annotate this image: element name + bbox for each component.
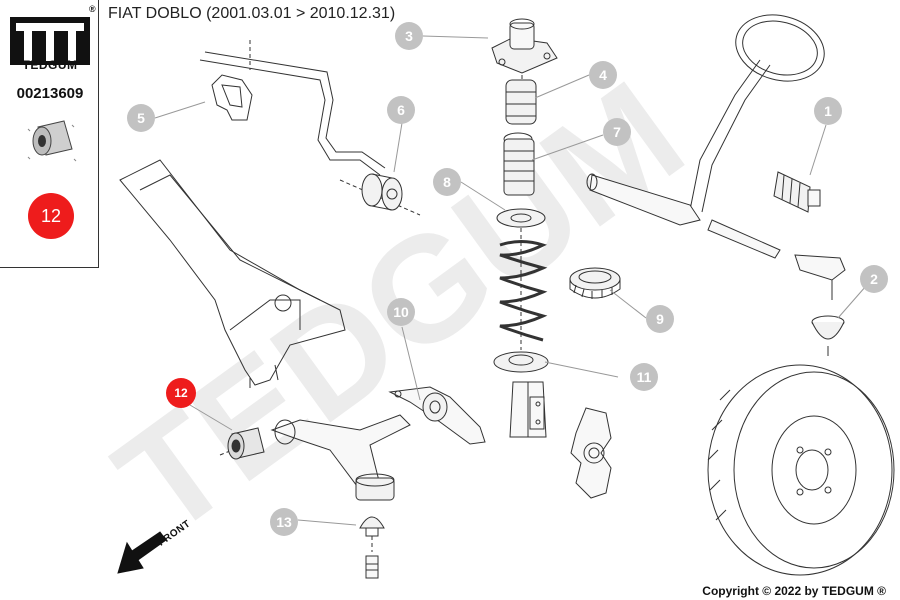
brand-name: TEDGUM (22, 58, 78, 72)
stabilizer-bar (199, 59, 381, 176)
callout-9[interactable]: 9 (646, 305, 674, 333)
stabilizer-bracket (211, 74, 253, 121)
control-arm-bracket (388, 386, 486, 445)
tie-rod-end (794, 254, 846, 300)
coil-spring (499, 228, 548, 350)
steering-wheel (689, 14, 825, 213)
control-arm-bushing-highlighted (227, 427, 265, 460)
callout-6[interactable]: 6 (387, 96, 415, 124)
vehicle-title: FIAT DOBLO (2001.03.01 > 2010.12.31) (108, 5, 396, 22)
leader-lines (154, 35, 867, 526)
part-info-panel: ® TEDGUM 00213609 12 (0, 0, 99, 268)
callout-7[interactable]: 7 (603, 118, 631, 146)
callout-4[interactable]: 4 (589, 61, 617, 89)
callout-1[interactable]: 1 (814, 97, 842, 125)
part-number: 00213609 (16, 85, 84, 102)
callout-11[interactable]: 11 (630, 363, 658, 391)
strut-body (509, 381, 547, 438)
position-badge: 12 (28, 193, 74, 239)
callout-5[interactable]: 5 (127, 104, 155, 132)
callout-12-highlighted[interactable]: 12 (166, 378, 196, 408)
callout-3[interactable]: 3 (395, 22, 423, 50)
strut-bearing (569, 267, 621, 299)
callout-10[interactable]: 10 (387, 298, 415, 326)
spring-seat-bottom (493, 351, 549, 373)
front-arrow (117, 531, 167, 574)
bump-stop (505, 79, 537, 125)
callout-8[interactable]: 8 (433, 168, 461, 196)
steering-rack (586, 173, 781, 259)
strut-top-mount (491, 18, 558, 74)
steering-knuckle (570, 407, 612, 499)
ball-joint-boot (811, 315, 845, 356)
subframe (119, 159, 346, 386)
copyright-notice: Copyright © 2022 by TEDGUM ® (702, 584, 886, 598)
wheel-tyre (707, 364, 895, 576)
registered-mark: ® (89, 4, 96, 14)
spring-seat-top (496, 208, 546, 228)
rack-boot (773, 171, 821, 213)
lower-control-arm (219, 414, 411, 501)
callout-2[interactable]: 2 (860, 265, 888, 293)
lower-ball-joint (359, 516, 385, 579)
dust-boot (503, 132, 535, 196)
tedgum-logo (10, 17, 90, 65)
part-thumbnail-icon (27, 120, 77, 162)
stabilizer-bushing (361, 173, 403, 211)
callout-13[interactable]: 13 (270, 508, 298, 536)
